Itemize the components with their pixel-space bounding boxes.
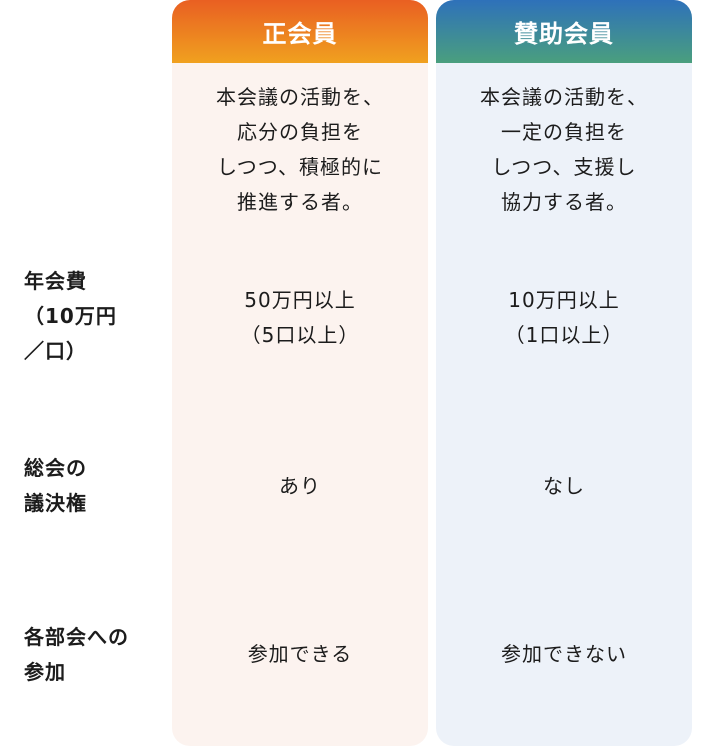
row-label-section-participation: 各部会への 参加 bbox=[24, 625, 129, 684]
row-label-annual-fee: 年会費 （10万円 ／口） bbox=[24, 269, 117, 363]
regular-member-voting-right: あり bbox=[279, 473, 321, 498]
regular-member-section-participation: 参加できる bbox=[247, 641, 353, 666]
supporting-member-header: 賛助会員 bbox=[436, 0, 692, 63]
regular-member-column: 正会員 本会議の活動を、 応分の負担を しつつ、積極的に 推進する者。 50万円… bbox=[172, 0, 428, 746]
row-label-voting-right: 総会の 議決権 bbox=[24, 456, 87, 515]
supporting-member-voting-right: なし bbox=[543, 473, 585, 498]
regular-member-annual-fee: 50万円以上 （5口以上） bbox=[240, 288, 360, 347]
supporting-member-section-participation: 参加できない bbox=[501, 641, 627, 666]
regular-member-description: 本会議の活動を、 応分の負担を しつつ、積極的に 推進する者。 bbox=[216, 85, 384, 214]
supporting-member-description: 本会議の活動を、 一定の負担を しつつ、支援し 協力する者。 bbox=[480, 85, 648, 214]
supporting-member-annual-fee: 10万円以上 （1口以上） bbox=[504, 288, 624, 347]
regular-member-header: 正会員 bbox=[172, 0, 428, 63]
supporting-member-column: 賛助会員 本会議の活動を、 一定の負担を しつつ、支援し 協力する者。 10万円… bbox=[436, 0, 692, 746]
